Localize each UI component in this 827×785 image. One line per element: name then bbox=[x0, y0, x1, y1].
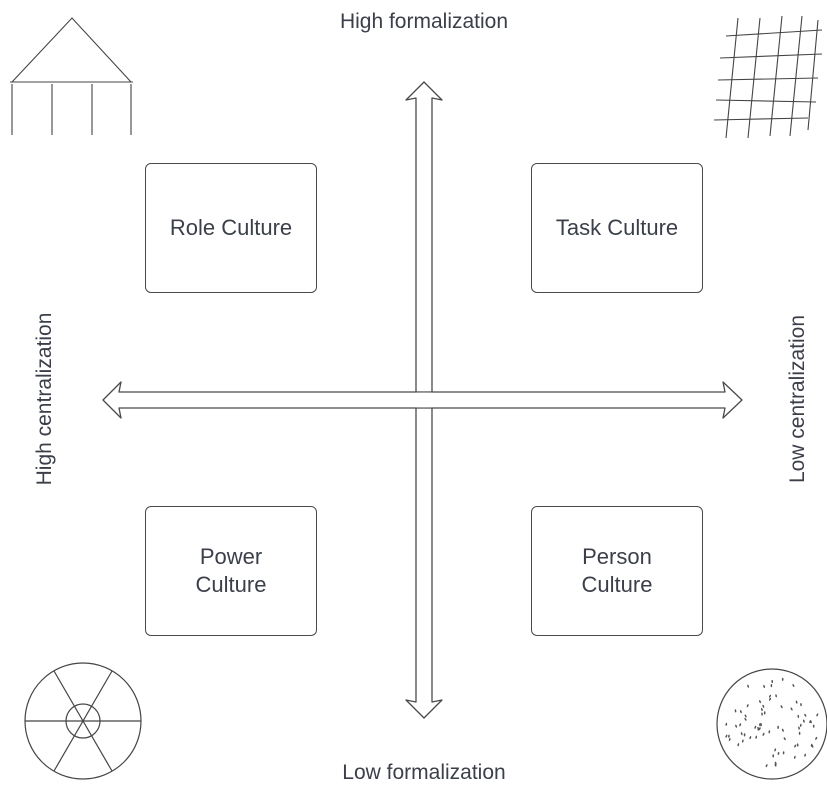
texture-dot bbox=[772, 754, 774, 758]
texture-dot bbox=[747, 684, 749, 688]
texture-dot bbox=[799, 723, 802, 727]
texture-dot bbox=[777, 751, 780, 755]
texture-dot bbox=[768, 730, 771, 734]
axis-label-top: High formalization bbox=[339, 10, 509, 33]
texture-dot bbox=[762, 732, 765, 736]
texture-dot bbox=[765, 764, 768, 768]
texture-dot bbox=[774, 748, 777, 752]
texture-dot bbox=[754, 725, 757, 729]
texture-dot bbox=[775, 694, 777, 698]
texture-dot bbox=[780, 705, 783, 709]
texture-dot bbox=[728, 737, 731, 742]
texture-dot bbox=[792, 683, 795, 688]
texture-dot bbox=[815, 736, 818, 740]
role-culture-box: Role Culture bbox=[145, 163, 317, 293]
texture-dot bbox=[746, 704, 749, 708]
texture-dot bbox=[759, 700, 761, 704]
texture-dot bbox=[744, 717, 747, 721]
texture-dot bbox=[768, 694, 772, 698]
texture-dot bbox=[812, 724, 815, 728]
texture-dot bbox=[804, 713, 807, 717]
texture-dot bbox=[762, 704, 765, 708]
texture-dot bbox=[800, 703, 802, 707]
texture-dot bbox=[797, 714, 800, 718]
texture-dot bbox=[763, 684, 765, 688]
texture-dot bbox=[777, 725, 779, 729]
person-culture-label-line2: Culture bbox=[581, 572, 653, 597]
texture-dot bbox=[782, 751, 785, 755]
texture-dot bbox=[739, 710, 742, 714]
texture-dot bbox=[763, 711, 766, 715]
texture-dot bbox=[790, 707, 793, 711]
person-culture-label-line1: Person bbox=[582, 544, 652, 569]
task-culture-box: Task Culture bbox=[531, 163, 703, 293]
texture-dot bbox=[739, 723, 742, 727]
texture-dot bbox=[737, 743, 740, 747]
texture-dot bbox=[793, 755, 796, 759]
texture-dot bbox=[794, 744, 797, 748]
role-culture-label: Role Culture bbox=[169, 215, 293, 240]
texture-dot bbox=[728, 734, 730, 738]
texture-dot bbox=[798, 731, 801, 735]
texture-dot bbox=[781, 677, 784, 681]
dotted-circle-icon bbox=[716, 668, 827, 780]
texture-dot bbox=[741, 739, 744, 743]
axis-label-left: High centralization bbox=[33, 312, 56, 486]
texture-dot bbox=[761, 707, 763, 712]
texture-dot bbox=[759, 723, 761, 727]
texture-dot bbox=[755, 735, 758, 739]
texture-dot bbox=[811, 744, 814, 748]
texture-dot bbox=[816, 713, 819, 717]
texture-dot bbox=[781, 728, 784, 732]
net-grid-icon bbox=[713, 15, 823, 139]
texture-dot bbox=[735, 724, 738, 728]
texture-dot bbox=[758, 727, 761, 731]
temple-icon bbox=[10, 17, 133, 135]
texture-dot bbox=[798, 726, 800, 730]
person-culture-box: Person Culture bbox=[531, 506, 703, 636]
texture-dot bbox=[771, 679, 773, 684]
texture-dot bbox=[761, 712, 763, 716]
axis-label-bottom: Low formalization bbox=[342, 761, 506, 784]
texture-dot bbox=[740, 732, 743, 736]
texture-dot bbox=[783, 737, 786, 741]
power-culture-label-line1: Power bbox=[199, 544, 263, 569]
texture-dot bbox=[734, 709, 737, 713]
texture-dot bbox=[795, 700, 798, 704]
texture-dot bbox=[804, 753, 806, 757]
power-culture-label-line2: Culture bbox=[195, 572, 267, 597]
texture-dot bbox=[744, 714, 747, 718]
task-culture-label: Task Culture bbox=[555, 215, 679, 240]
web-wheel-icon bbox=[24, 662, 142, 780]
texture-dot bbox=[749, 736, 752, 740]
texture-dot bbox=[768, 697, 772, 701]
axis-label-right: Low centralization bbox=[786, 314, 809, 484]
texture-dot bbox=[809, 720, 812, 724]
texture-dot bbox=[725, 734, 728, 738]
texture-dot bbox=[803, 719, 805, 723]
texture-dot bbox=[770, 684, 773, 688]
texture-dot bbox=[725, 722, 728, 726]
texture-dot bbox=[774, 763, 777, 767]
texture-dot bbox=[743, 733, 746, 737]
texture-dot bbox=[796, 743, 799, 747]
power-culture-box: Power Culture bbox=[145, 506, 317, 636]
